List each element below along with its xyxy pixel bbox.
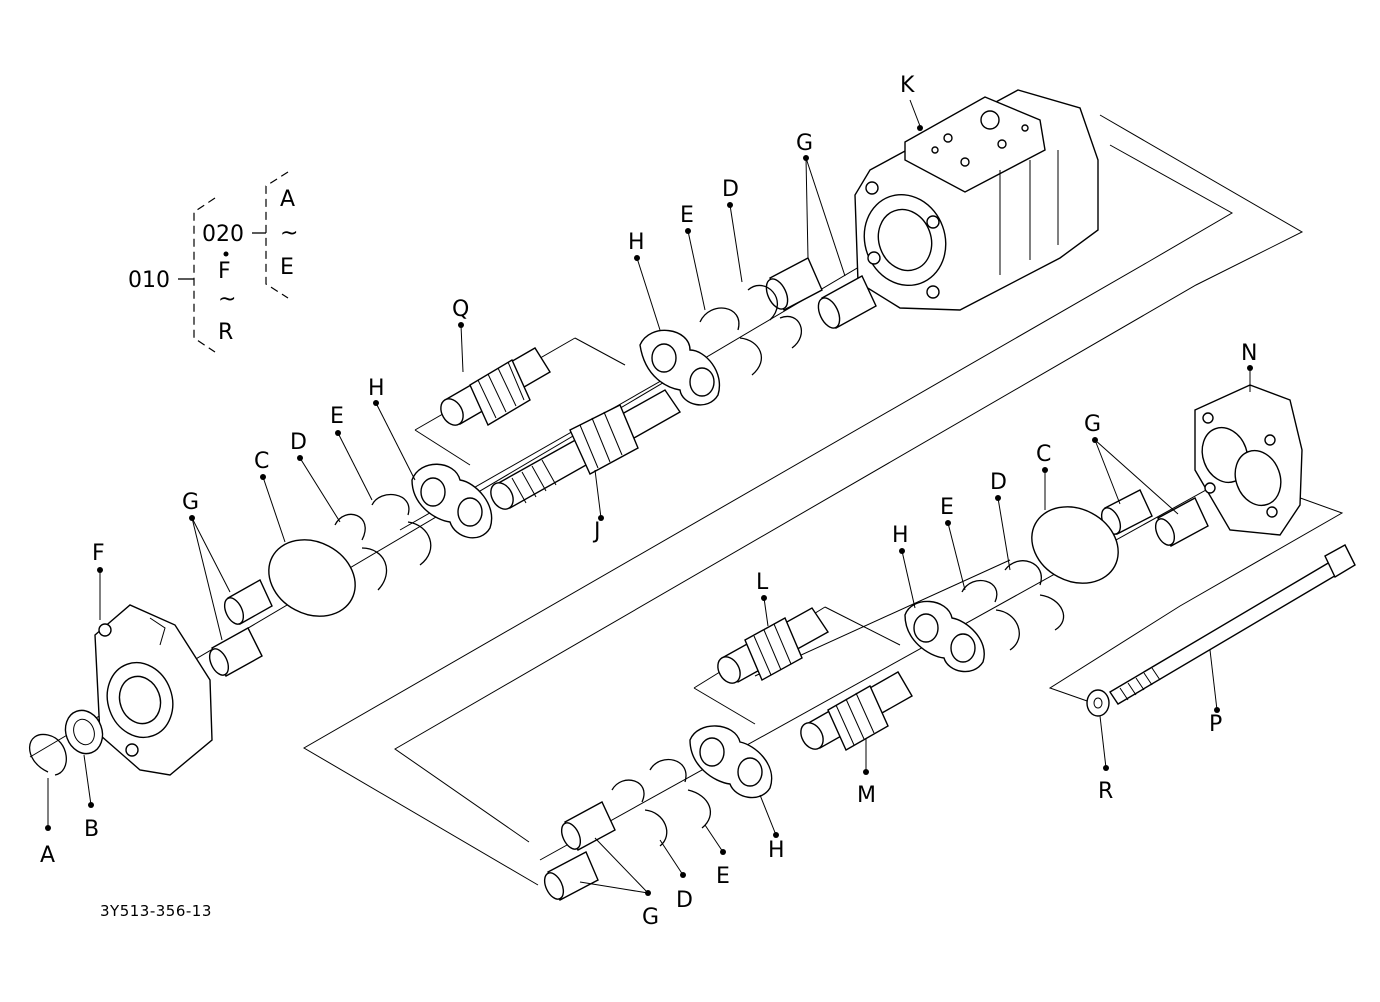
snap-ring-a: [28, 733, 67, 776]
tree-sub-to: E: [280, 255, 294, 280]
label-d-2: D: [290, 430, 307, 455]
oil-seal-b: [64, 709, 104, 755]
seal-ring-c-left: [268, 539, 356, 617]
gear-l: [717, 607, 830, 684]
tree-sub: 020: [202, 222, 244, 247]
cover-f: [94, 604, 213, 776]
bushing-g-right: [1100, 489, 1209, 547]
washer-r: [1086, 689, 1110, 717]
label-g-3: G: [1084, 412, 1101, 437]
plate-h-left: [411, 463, 493, 539]
label-r: R: [1098, 779, 1113, 804]
housing-k: [854, 89, 1099, 311]
label-m: M: [857, 783, 876, 808]
seal-ring-c-right: [1031, 506, 1119, 584]
label-d-4: D: [676, 888, 693, 913]
gear-q: [440, 347, 551, 427]
label-q: Q: [452, 297, 469, 322]
plate-h-upper: [639, 329, 721, 406]
label-c-2: C: [1036, 442, 1051, 467]
part-labels: K G D E H Q H E D C G F B A J N G C D E …: [40, 73, 1257, 930]
drawing-number: 3Y513-356-13: [100, 902, 212, 920]
label-e-3: E: [940, 495, 954, 520]
label-g-2: G: [182, 490, 199, 515]
tree-sub-from: A: [280, 187, 295, 212]
label-b: B: [84, 817, 99, 842]
label-n: N: [1241, 341, 1257, 366]
label-e-4: E: [716, 864, 730, 889]
label-h-1: H: [628, 230, 645, 255]
label-j: J: [592, 519, 601, 544]
tree-root-to: R: [218, 320, 233, 345]
leader-dots: [45, 125, 1253, 896]
tie-bolt-p: [1109, 544, 1356, 705]
leaders: [47, 99, 1251, 894]
tree-sub-tilde: ~: [280, 221, 298, 246]
tree-root-tilde: ~: [218, 287, 236, 312]
tree-dot: [223, 251, 229, 257]
label-e-2: E: [330, 404, 344, 429]
washer-r-hole: [1093, 697, 1103, 709]
label-g-1: G: [796, 131, 813, 156]
assembly-tree: 010 020 A ~ E F ~ R: [128, 171, 298, 353]
label-c-1: C: [254, 449, 269, 474]
snap-rings-left: [334, 493, 432, 591]
label-h-4: H: [768, 838, 785, 863]
tree-root-from: F: [218, 259, 231, 284]
shaft-j: [490, 389, 682, 510]
label-l: L: [756, 570, 769, 595]
snap-rings-lower: [611, 759, 712, 847]
snap-rings-upper: [699, 284, 802, 376]
tree-root: 010: [128, 268, 170, 293]
label-p: P: [1209, 712, 1222, 737]
label-d-3: D: [990, 470, 1007, 495]
label-h-3: H: [892, 523, 909, 548]
bushing-g-lower: [543, 801, 616, 901]
parts: [28, 89, 1356, 901]
oil-seal-b-inner: [73, 718, 95, 746]
bushing-g-left: [208, 579, 273, 677]
label-k: K: [900, 73, 915, 98]
label-h-2: H: [368, 376, 385, 401]
label-g-4: G: [642, 905, 659, 930]
cover-n: [1194, 384, 1303, 536]
label-e-1: E: [680, 203, 694, 228]
label-d-1: D: [722, 177, 739, 202]
bushing-g-upper: [765, 257, 877, 329]
gear-m: [800, 671, 913, 751]
plate-h-lower: [689, 725, 773, 799]
label-a: A: [40, 843, 55, 868]
label-f: F: [92, 541, 105, 566]
plate-h-right: [904, 600, 985, 673]
